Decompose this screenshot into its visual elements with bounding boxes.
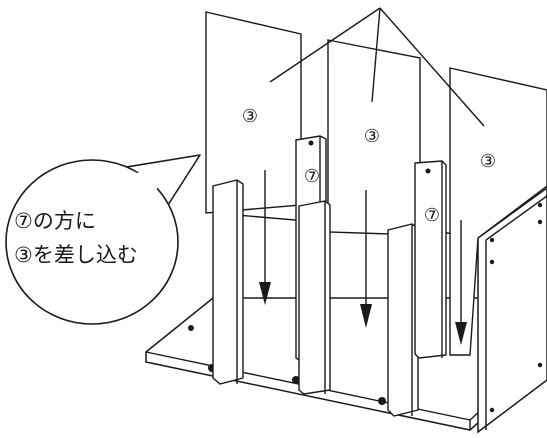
callout-line-2: ③を差し込む	[14, 243, 138, 267]
callout-line-1: ⑦の方に	[14, 209, 96, 233]
screw-hole	[378, 397, 386, 405]
support-label-1: ⑦	[304, 166, 320, 187]
insert-arrow-2	[360, 190, 372, 328]
base-board	[145, 297, 547, 431]
support-label-2: ⑦	[424, 205, 440, 226]
leader-lines	[269, 7, 485, 127]
partition-label-3: ③	[480, 151, 496, 172]
instruction-callout: ⑦の方に ③を差し込む	[5, 154, 201, 325]
insert-arrow-1	[259, 170, 271, 305]
support-post-1	[212, 179, 244, 385]
partition-label-1: ③	[242, 106, 258, 127]
support-post-4	[387, 223, 419, 417]
partition-panel-3	[449, 67, 547, 356]
screw-hole	[188, 325, 194, 331]
screw-hole	[292, 376, 300, 384]
partition-label-2: ③	[364, 126, 380, 147]
insert-arrow-3	[455, 220, 467, 345]
right-side-panel	[477, 187, 547, 434]
support-post-5	[414, 160, 447, 359]
support-post-3	[298, 200, 331, 395]
